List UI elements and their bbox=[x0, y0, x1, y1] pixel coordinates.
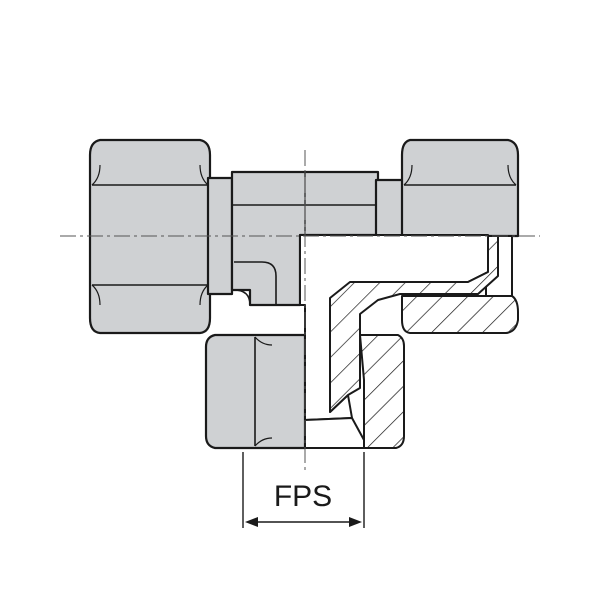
bottom-hex-nut bbox=[204, 333, 307, 450]
bottom-nut-section bbox=[304, 334, 405, 449]
fps-dimension: FPS bbox=[242, 452, 365, 528]
arrowhead-right-icon bbox=[349, 517, 362, 527]
arrowhead-left-icon bbox=[245, 517, 258, 527]
dimension-label: FPS bbox=[274, 480, 332, 513]
right-hex-nut bbox=[400, 138, 520, 238]
body-section bbox=[329, 235, 499, 413]
right-collar bbox=[374, 178, 406, 238]
